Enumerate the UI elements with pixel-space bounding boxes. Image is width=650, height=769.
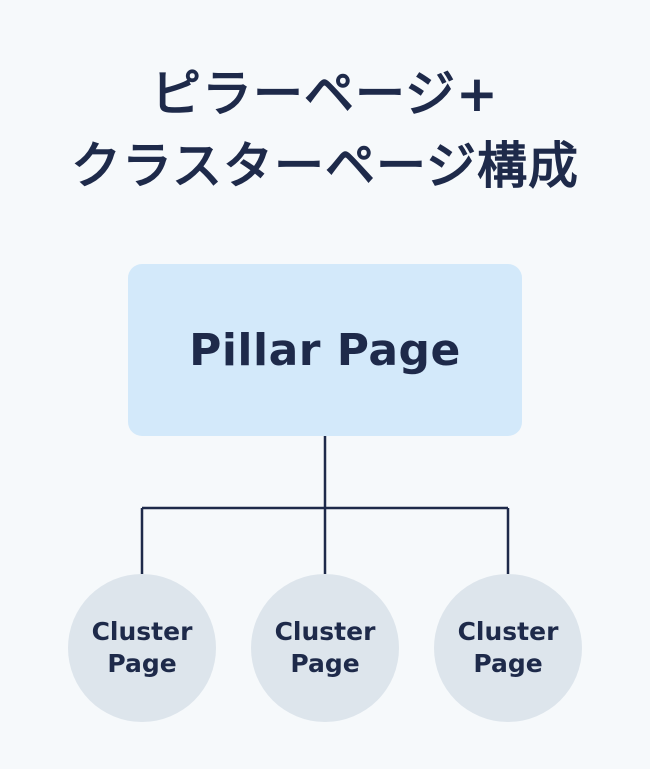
cluster-label-line-2: Page	[473, 649, 543, 678]
pillar-page-node: Pillar Page	[128, 264, 522, 436]
pillar-page-label: Pillar Page	[189, 324, 461, 376]
diagram-title: ピラーページ+ クラスターページ構成	[0, 58, 650, 202]
title-line-2: クラスターページ構成	[71, 137, 579, 195]
cluster-label-line-1: Cluster	[274, 617, 376, 646]
cluster-label-line-1: Cluster	[91, 617, 193, 646]
cluster-page-node: Cluster Page	[434, 574, 582, 722]
cluster-page-node: Cluster Page	[68, 574, 216, 722]
cluster-label-line-2: Page	[107, 649, 177, 678]
cluster-label-line-1: Cluster	[457, 617, 559, 646]
title-line-1: ピラーページ+	[151, 65, 499, 123]
cluster-page-node: Cluster Page	[251, 574, 399, 722]
cluster-label-line-2: Page	[290, 649, 360, 678]
